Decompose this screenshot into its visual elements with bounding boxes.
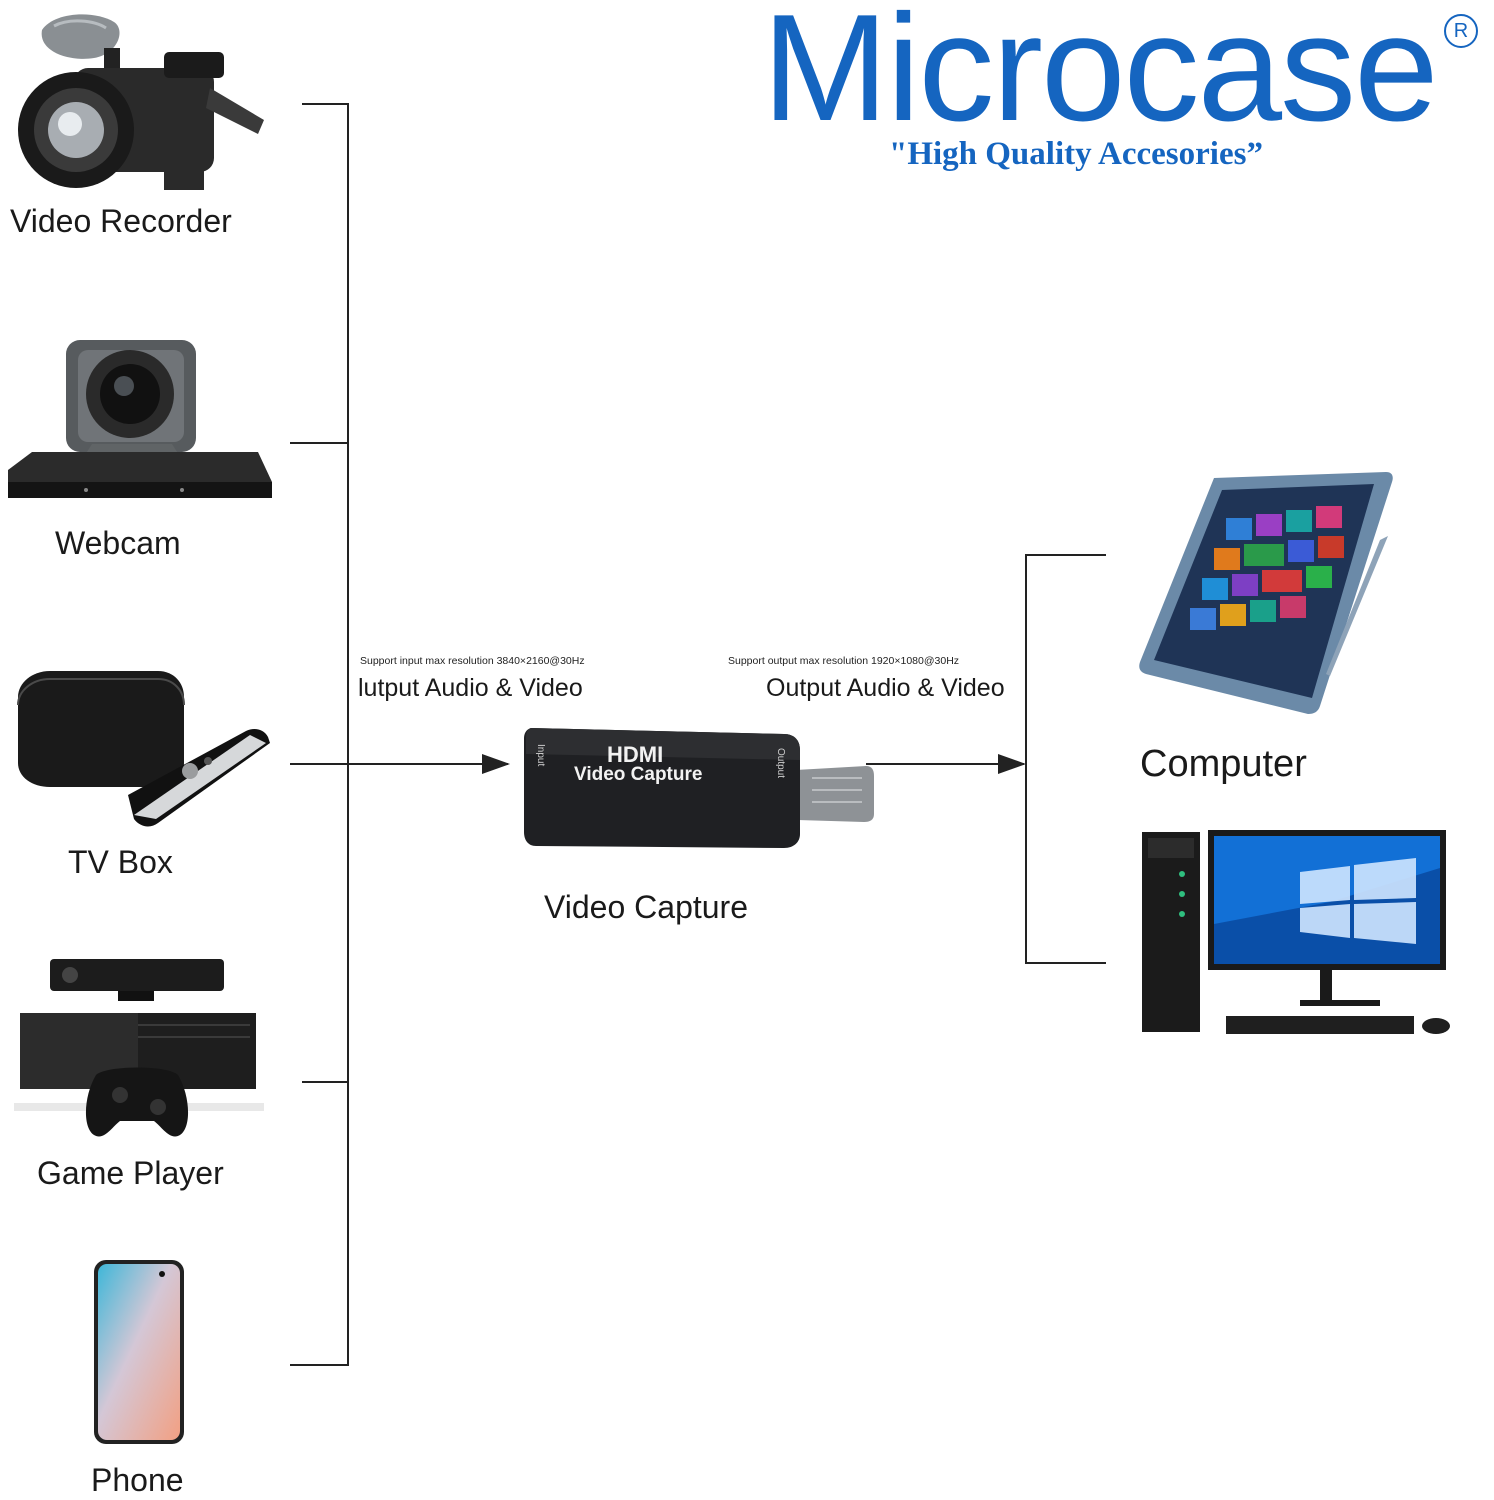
target-bracket-line — [1025, 554, 1106, 964]
target-label-computer: Computer — [1140, 743, 1307, 785]
source-label-game-player: Game Player — [37, 1155, 224, 1191]
hdmi-capture-dongle-icon: HDMI Video Capture Input Output — [524, 728, 874, 848]
game-console-icon — [14, 959, 264, 1137]
device-name-print: Video Capture — [574, 764, 702, 785]
input-label: lutput Audio & Video — [358, 674, 583, 702]
brand-tagline: "High Quality Accesories” — [889, 136, 1263, 172]
device-caption: Video Capture — [544, 889, 748, 925]
source-label-video-recorder: Video Recorder — [10, 203, 232, 239]
tablet-screen-tiles — [1190, 506, 1344, 630]
source-label-phone: Phone — [91, 1462, 184, 1498]
tablet-pc-icon — [1139, 472, 1393, 714]
video-recorder-icon — [18, 14, 264, 190]
source-bracket-line — [290, 103, 349, 1366]
phone-icon — [94, 1260, 184, 1444]
input-spec-text: Support input max resolution 3840×2160@3… — [360, 655, 585, 667]
output-spec-text: Support output max resolution 1920×1080@… — [728, 655, 960, 667]
device-port-output: Output — [775, 748, 786, 778]
desktop-pc-icon — [1142, 830, 1450, 1034]
device-brand-mark: HDMI — [607, 742, 663, 767]
source-label-webcam: Webcam — [55, 525, 181, 561]
brand-logo-text: Microcase — [762, 0, 1439, 153]
device-port-input: Input — [535, 744, 546, 766]
registered-mark: R — [1444, 14, 1478, 48]
output-label: Output Audio & Video — [766, 674, 1005, 702]
source-label-tv-box: TV Box — [68, 844, 173, 880]
tv-box-icon — [17, 671, 270, 827]
webcam-icon — [8, 340, 272, 498]
